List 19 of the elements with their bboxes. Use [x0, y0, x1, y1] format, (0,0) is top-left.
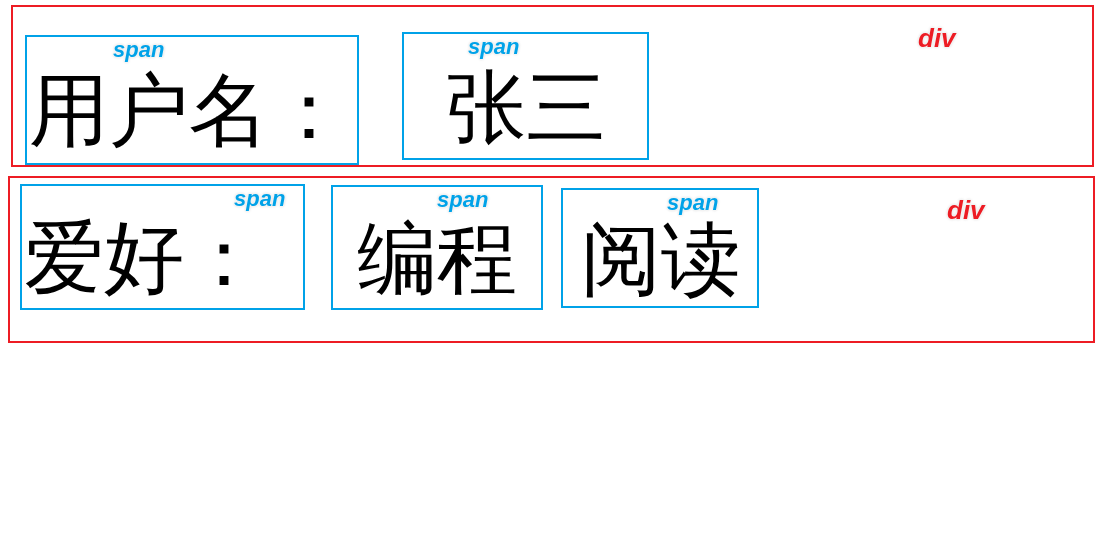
tag-label: span [113, 39, 165, 61]
inner-box [561, 188, 759, 308]
tag-label: div [947, 197, 985, 223]
inner-box [402, 32, 649, 160]
tag-label: span [437, 189, 489, 211]
tag-label: span [234, 188, 286, 210]
outer-box [11, 5, 1094, 167]
inner-box [331, 185, 543, 310]
content-text: 爱好： [24, 218, 264, 298]
content-text: 编程 [357, 219, 517, 299]
outer-box [8, 176, 1095, 343]
content-text: 阅读 [581, 220, 741, 300]
tag-label: span [667, 192, 719, 214]
content-text: 用户名： [29, 71, 349, 151]
content-text: 张三 [446, 68, 606, 148]
inner-box [25, 35, 359, 165]
inner-box [20, 184, 305, 310]
tag-label: span [468, 36, 520, 58]
tag-label: div [918, 25, 956, 51]
